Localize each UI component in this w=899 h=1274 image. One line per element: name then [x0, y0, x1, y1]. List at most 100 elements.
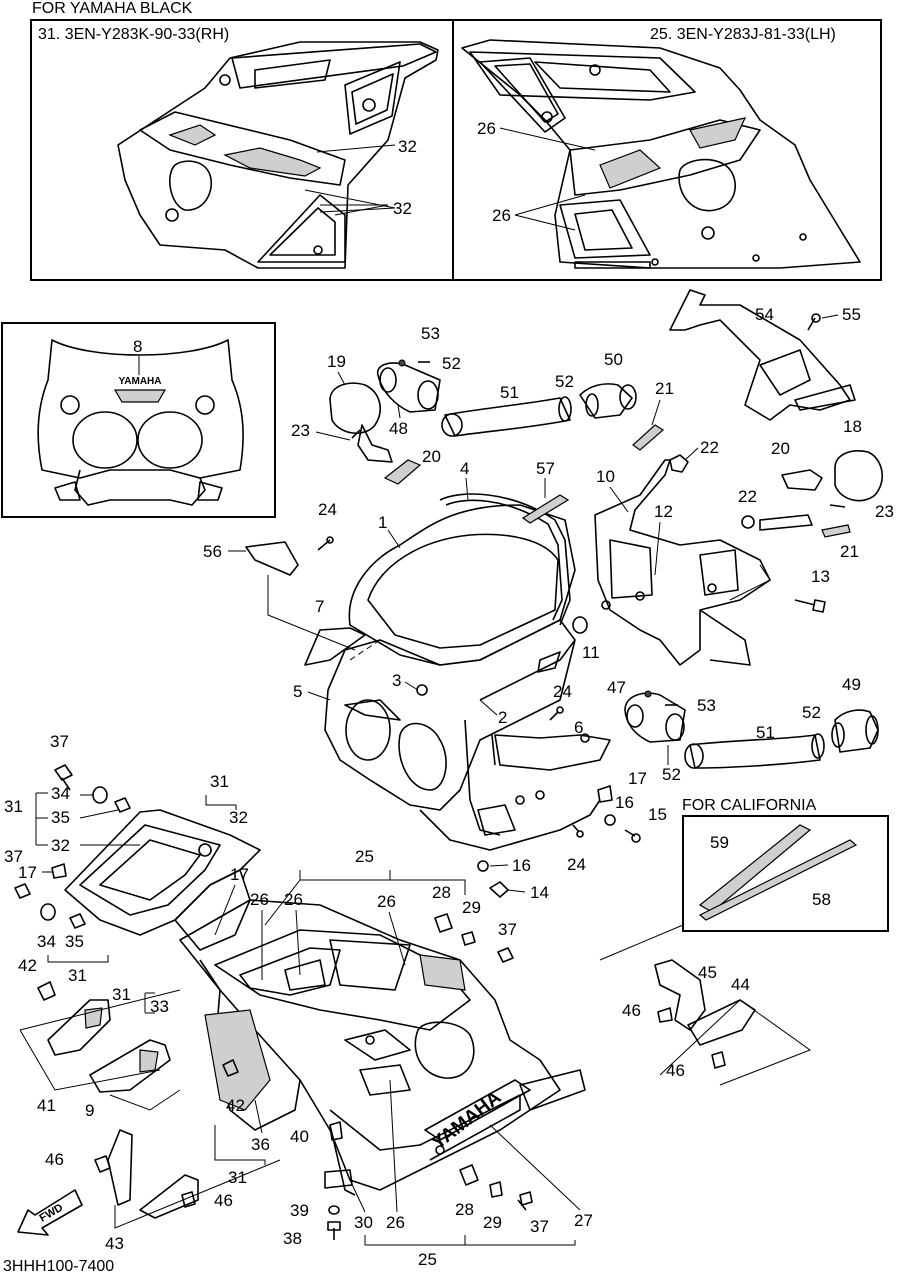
screw-46b — [711, 1051, 726, 1069]
front-cowl-front-view: YAMAHA — [37, 339, 244, 506]
callout-33: 33 — [150, 997, 169, 1016]
callout-52: 52 — [442, 354, 461, 373]
callout-58: 58 — [812, 890, 831, 909]
callout-45: 45 — [698, 963, 717, 982]
callout-51: 51 — [500, 383, 519, 402]
air-duct-hose-rh — [441, 383, 637, 437]
washer-39 — [328, 1205, 340, 1215]
callout-37: 37 — [498, 920, 517, 939]
callout-4: 4 — [460, 459, 469, 478]
air-duct-inlet-rh — [376, 359, 441, 413]
rh-side-cowling-drawing — [117, 41, 439, 269]
decal-57 — [521, 494, 570, 524]
callout-39: 39 — [290, 1201, 309, 1220]
rh-title: 31. 3EN-Y283K-90-33(RH) — [38, 26, 229, 43]
callout-30: 30 — [354, 1213, 373, 1232]
callout-42: 42 — [18, 956, 37, 975]
inner-panel-6 — [491, 733, 611, 771]
callout-8: 8 — [133, 337, 142, 356]
gasket-21 — [632, 424, 665, 451]
part-56 — [245, 541, 299, 576]
callout-46: 46 — [45, 1150, 64, 1169]
gasket-20 — [383, 459, 422, 485]
screw-42b — [222, 1059, 239, 1077]
bracket-43 — [107, 1129, 281, 1229]
callout-26: 26 — [250, 890, 269, 909]
lh-side-cowl-25 — [179, 899, 586, 1196]
callout-26: 26 — [284, 890, 303, 909]
callout-25: 25 — [355, 847, 374, 866]
nut-17 — [597, 785, 613, 803]
callout-52: 52 — [802, 703, 821, 722]
callout-32: 32 — [393, 199, 412, 218]
screw-46d — [181, 1191, 196, 1208]
callout-54: 54 — [755, 305, 774, 324]
insulator-59 — [698, 824, 812, 913]
callout-37: 37 — [4, 847, 23, 866]
callout-26: 26 — [386, 1213, 405, 1232]
callout-24: 24 — [567, 855, 586, 874]
variant-title: FOR YAMAHA BLACK — [32, 0, 193, 17]
callout-41: 41 — [37, 1096, 56, 1115]
callout-52: 52 — [662, 765, 681, 784]
callout-24: 24 — [553, 682, 572, 701]
bracket-44 — [659, 999, 812, 1086]
yamaha-black-inset-frame — [30, 19, 882, 281]
lh-side-cowling-drawing — [461, 39, 861, 269]
callout-57: 57 — [536, 459, 555, 478]
callout-37: 37 — [530, 1217, 549, 1236]
callout-27: 27 — [574, 1211, 593, 1230]
callout-24: 24 — [318, 500, 337, 519]
screw-37 — [54, 764, 73, 781]
callout-23: 23 — [875, 502, 894, 521]
stay-bracket-54 — [669, 289, 856, 421]
callout-32: 32 — [229, 808, 248, 827]
callout-28: 28 — [455, 1200, 474, 1219]
grommet-34 — [92, 786, 108, 804]
grommet-34b — [40, 903, 56, 921]
callout-31: 31 — [112, 985, 131, 1004]
air-duct-inlet-lh — [624, 690, 686, 743]
callout-29: 29 — [462, 898, 481, 917]
callout-7: 7 — [315, 597, 324, 616]
bracket-9 — [89, 1039, 181, 1111]
callout-40: 40 — [290, 1127, 309, 1146]
callout-34: 34 — [37, 932, 56, 951]
callout-17: 17 — [18, 863, 37, 882]
callout-6: 6 — [574, 718, 583, 737]
callout-42: 42 — [226, 1096, 245, 1115]
callout-26: 26 — [377, 892, 396, 911]
callout-36: 36 — [251, 1135, 270, 1154]
callout-49: 49 — [842, 675, 861, 694]
callout-37: 37 — [50, 732, 69, 751]
collar-29 — [461, 931, 476, 946]
forward-arrow-icon: FWD — [17, 1189, 83, 1236]
callout-46: 46 — [666, 1061, 685, 1080]
callout-2: 2 — [498, 708, 507, 727]
callout-44: 44 — [731, 975, 750, 994]
bracket-45 — [654, 959, 706, 1031]
callout-11: 11 — [582, 643, 600, 662]
callout-56: 56 — [203, 542, 222, 561]
collar-29b — [489, 1181, 503, 1198]
callout-20: 20 — [771, 439, 790, 458]
screw-37d — [519, 1191, 533, 1206]
callout-21: 21 — [655, 379, 674, 398]
bracket-41 — [19, 989, 181, 1091]
callout-35: 35 — [51, 808, 70, 827]
upper-cowling — [324, 504, 601, 851]
grommet-40 — [329, 1121, 343, 1141]
screw-37b — [14, 883, 31, 899]
mirror-lh — [781, 450, 883, 502]
callout-17: 17 — [230, 865, 249, 884]
callout-35: 35 — [65, 932, 84, 951]
collar-35 — [114, 797, 131, 813]
callout-22: 22 — [700, 438, 719, 457]
callout-38: 38 — [283, 1229, 302, 1248]
grommet-28 — [434, 913, 453, 933]
callout-53: 53 — [421, 324, 440, 343]
callout-13: 13 — [811, 567, 830, 586]
callout-31: 31 — [210, 772, 229, 791]
callout-21: 21 — [840, 542, 859, 561]
